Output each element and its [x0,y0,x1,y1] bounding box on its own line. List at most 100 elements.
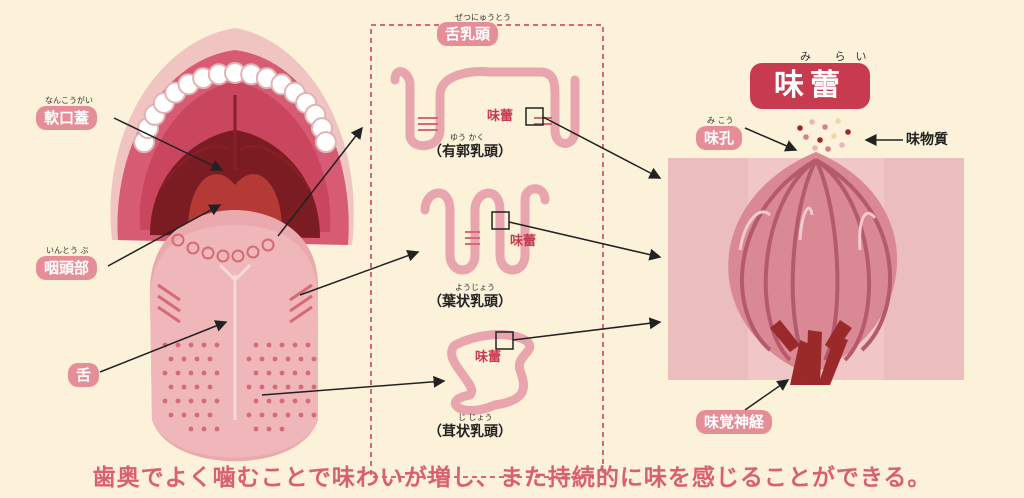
taste-substance-dot [812,145,818,151]
fungiform-ruby: じ じょう [458,413,493,422]
fungiform-dot [285,412,291,418]
fungiform-dot [279,370,285,376]
fungiform-dot [175,342,181,348]
fungiform-dot [181,412,187,418]
fungiform-dot [272,356,278,362]
fungiform-shape [447,330,535,415]
fungiform-dot [246,384,252,390]
fungiform-dot [162,370,168,376]
fungiform-dot [246,356,252,362]
taste-substance-dot [825,146,831,152]
circumvallate-papilla [246,245,260,259]
fungiform-dot [279,426,285,432]
taste-substance-dot [839,142,845,148]
fungiform-dot [285,356,291,362]
fungiform-dot [181,356,187,362]
taste-substance-dot [831,133,837,139]
fungiform-dot [292,370,298,376]
fungiform-dot [194,412,200,418]
fungiform-dot [214,398,220,404]
fungiform-dot [279,342,285,348]
fungiform-dot [253,370,259,376]
fungiform-dot [201,342,207,348]
foliate-ruby: ようじょう [455,283,495,292]
fungiform-dots [162,342,317,432]
fungiform-dot [207,384,213,390]
fungiform-dot [298,384,304,390]
fungiform-dot [188,426,194,432]
circumvallate-label: （有郭乳頭） [428,144,512,160]
circumvallate-papilla [231,249,245,263]
taste-bud-body [728,152,898,375]
fungiform-dot [168,412,174,418]
fungiform-dot [201,426,207,432]
soft-palate-ruby: なんこうがい [45,96,93,105]
fungiform-dot [188,398,194,404]
mouth-illustration [110,28,354,462]
fungiform-dot [305,370,311,376]
taste-bud-mark-3: 味蕾 [475,350,502,365]
fungiform-dot [214,370,220,376]
fungiform-dot [311,412,317,418]
fungiform-dot [175,398,181,404]
taste-substance-dot [797,125,803,131]
pharynx-label: 咽頭部 [36,256,98,280]
taste-substance-dot [822,124,828,130]
fungiform-dot [285,384,291,390]
tongue-label: 舌 [68,363,100,387]
fungiform-dot [194,356,200,362]
taste-substance-dot [835,118,841,124]
fungiform-dot [188,342,194,348]
fungiform-dot [305,342,311,348]
taste-bud-title: 味蕾 [750,63,870,109]
fungiform-dot [305,398,311,404]
fungiform-dot [298,356,304,362]
fungiform-dot [194,384,200,390]
fungiform-dot [201,370,207,376]
taste-substance-dot [803,134,809,140]
taste-pore-label: 味孔 [696,126,743,150]
teeth [133,62,337,154]
foliate-label: （葉状乳頭） [428,294,512,310]
fungiform-dot [168,356,174,362]
fungiform-dot [311,384,317,390]
circumvallate-shape [390,67,580,151]
foliate-shape [420,184,550,275]
fungiform-dot [266,398,272,404]
circumvallate-papilla [261,238,275,252]
pharynx-ruby: いんとう ぶ [46,246,89,255]
taste-substance-label: 味物質 [906,132,948,148]
fungiform-dot [279,398,285,404]
fungiform-dot [266,342,272,348]
taste-substance-dots [797,118,851,152]
fungiform-dot [162,398,168,404]
fungiform-dot [259,356,265,362]
fungiform-dot [175,370,181,376]
fungiform-dot [272,384,278,390]
fungiform-dot [253,398,259,404]
fungiform-dot [168,384,174,390]
leader-lines [99,116,903,411]
fungiform-dot [272,412,278,418]
tooth [314,131,337,154]
fungiform-dot [181,384,187,390]
circumvallate-papillae-row [171,233,275,263]
circumvallate-ruby: ゆう かく [450,133,485,142]
taste-nerve-label: 味覚神経 [696,410,773,434]
fungiform-dot [201,398,207,404]
fungiform-dot [253,426,259,432]
taste-substance-dot [809,119,815,125]
fungiform-dot [259,384,265,390]
taste-bud-mark-2: 味蕾 [510,234,537,249]
tongue-papillae-title: 舌乳頭 [437,22,499,46]
fungiform-dot [259,412,265,418]
taste-nerve [770,320,852,385]
fungiform-dot [266,370,272,376]
taste-substance-dot [817,137,823,143]
circumvallate-papilla [186,241,200,255]
fungiform-dot [292,342,298,348]
soft-palate-label: 軟口蓋 [36,106,98,130]
circumvallate-papilla [201,246,215,260]
circumvallate-papilla [216,249,230,263]
